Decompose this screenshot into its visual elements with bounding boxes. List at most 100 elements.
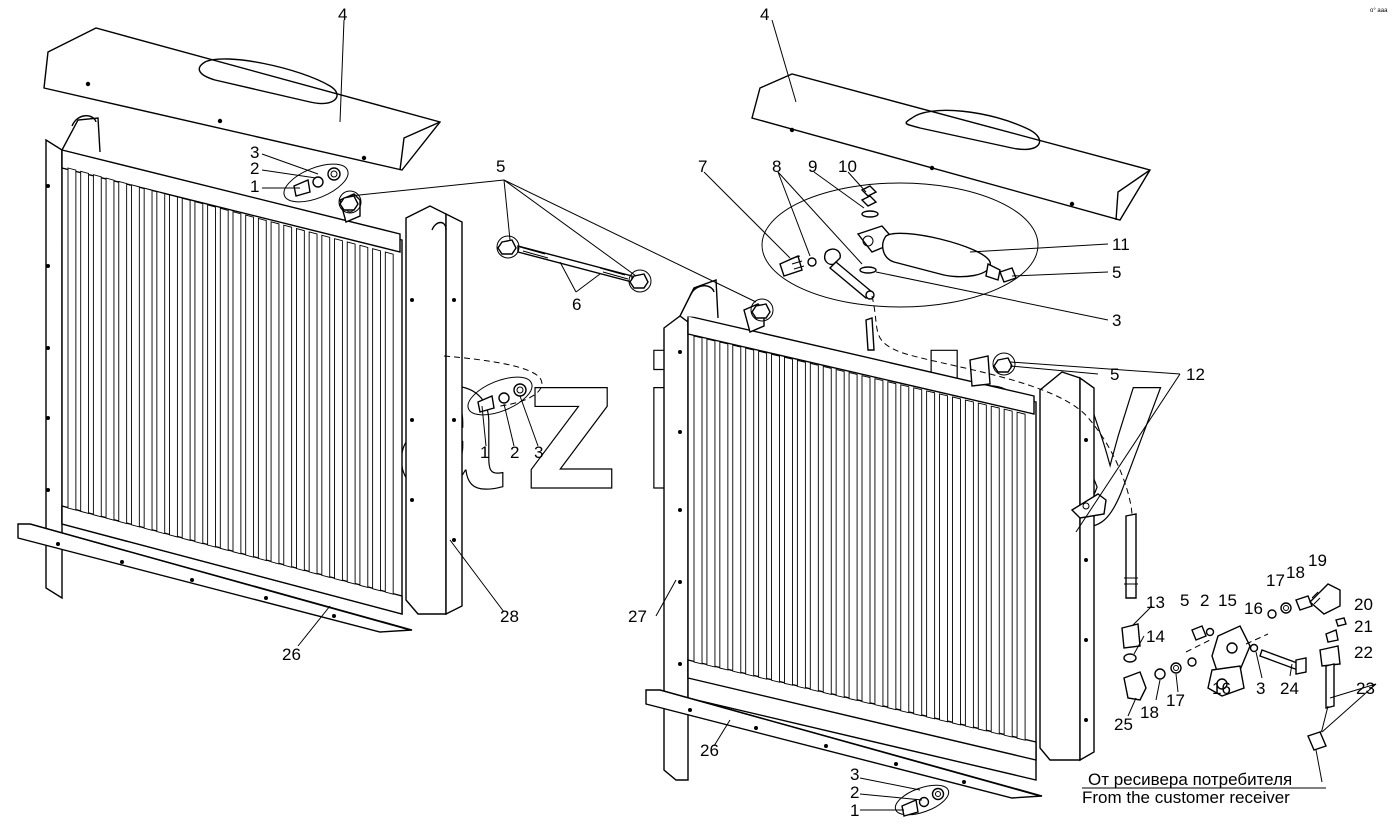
callout-2-fittings: 2	[1200, 591, 1209, 610]
callout-12: 12	[1186, 365, 1205, 384]
radiator-tube	[693, 335, 703, 665]
radiator-tube	[194, 201, 204, 545]
callout-13: 13	[1146, 593, 1165, 612]
radiator-tube	[848, 372, 858, 702]
callout-3-left-upper: 3	[250, 143, 259, 162]
rod-assembly-6	[496, 235, 652, 293]
right-radiator-assembly	[645, 73, 1152, 817]
radiator-tube	[283, 224, 293, 568]
radiator-tube	[732, 344, 742, 674]
radiator-tube	[771, 353, 781, 683]
callout-1-left-lower: 1	[480, 443, 489, 462]
callout-16-upper: 16	[1244, 599, 1263, 618]
radiator-tube	[926, 390, 936, 720]
radiator-tube	[92, 174, 102, 518]
radiator-tube	[719, 341, 729, 671]
elbow-25	[1123, 671, 1147, 701]
leader-lines	[261, 19, 1377, 811]
callout-20: 20	[1354, 595, 1373, 614]
radiator-tube	[131, 184, 140, 528]
callout-16-lower: 16	[1212, 679, 1231, 698]
radiator-tube	[913, 387, 923, 717]
callout-8: 8	[772, 157, 781, 176]
radiator-tube	[874, 378, 884, 708]
radiator-tube	[784, 356, 793, 686]
radiator-tube	[346, 241, 356, 585]
right-top-cover	[751, 73, 1152, 221]
radiator-tube	[706, 338, 716, 668]
nut-22	[1319, 645, 1341, 667]
air-cylinder-detail	[761, 182, 1039, 308]
callout-25: 25	[1114, 715, 1133, 734]
left-radiator-tubes	[67, 167, 394, 595]
radiator-tube	[900, 384, 910, 714]
radiator-tube	[990, 405, 1000, 735]
radiator-tube	[296, 227, 305, 572]
callout-2-right-lower: 2	[850, 783, 859, 802]
callouts-left: 4 3 2 1 5 6 1 2 3 26 28	[250, 5, 581, 664]
radiator-tube	[181, 197, 191, 541]
radiator-tube	[257, 217, 267, 562]
callout-17-lower: 17	[1166, 691, 1185, 710]
left-radiator-core	[45, 115, 403, 615]
radiator-tube	[118, 180, 128, 525]
radiator-tube	[169, 194, 178, 538]
radiator-tube	[270, 221, 280, 565]
callout-3-right-lower: 3	[850, 765, 859, 784]
callout-26-right: 26	[700, 741, 719, 760]
fitting-13	[1121, 623, 1141, 649]
elbow-19	[1308, 583, 1341, 615]
right-radiator-core	[663, 279, 1037, 781]
radiator-tube	[977, 402, 987, 732]
callout-2-left-lower: 2	[510, 443, 519, 462]
radiator-tube	[809, 362, 819, 692]
callout-11: 11	[1112, 235, 1130, 254]
callout-22: 22	[1354, 643, 1373, 662]
left-top-cover	[43, 27, 442, 171]
left-side-shroud	[405, 205, 463, 616]
bolt-24	[1259, 649, 1301, 671]
right-side-shroud	[1039, 371, 1107, 762]
air-line-tube	[1125, 513, 1137, 599]
left-bottom-angle	[17, 523, 413, 633]
callout-5-left: 5	[496, 157, 505, 176]
radiator-tube	[219, 207, 229, 552]
caption-ru: От ресивера потребителя	[1088, 770, 1292, 789]
radiator-tube	[745, 347, 755, 677]
callout-3-right: 3	[1112, 311, 1121, 330]
caption-en: From the customer receiver	[1082, 788, 1290, 807]
radiator-tube	[952, 396, 961, 726]
radiator-tube	[156, 190, 166, 535]
callout-6: 6	[572, 295, 581, 314]
callout-2-left-upper: 2	[250, 159, 259, 178]
callouts-fittings: 13 14 5 2 15 16 17 18 19 20 21 22 23 24 …	[1114, 551, 1375, 734]
right-radiator-tubes	[693, 335, 1026, 741]
radiator-tube	[1003, 408, 1013, 738]
radiator-tube	[835, 368, 845, 699]
callout-27: 27	[628, 607, 647, 626]
radiator-tube	[887, 381, 897, 711]
radiator-tube	[372, 248, 381, 592]
corner-mark: o° aaa	[1370, 8, 1388, 14]
radiator-tube	[384, 251, 394, 595]
callout-1-right-lower: 1	[850, 801, 859, 820]
radiator-tube	[861, 375, 871, 705]
radiator-tube	[67, 167, 77, 511]
right-fastener-set-lower	[894, 784, 950, 817]
callout-1-left-upper: 1	[250, 177, 259, 196]
radiator-tube	[80, 170, 90, 515]
radiator-tube	[232, 211, 242, 555]
radiator-tube	[207, 204, 216, 548]
caption-block: От ресивера потребителя From the custome…	[1082, 770, 1326, 807]
callouts-right: 4 7 8 9 10 11 5 3 12 5 27 26 3 2 1	[628, 5, 1205, 820]
callout-4-right: 4	[760, 5, 769, 24]
left-radiator-assembly	[17, 27, 652, 633]
callout-9: 9	[808, 157, 817, 176]
callout-3-fittings: 3	[1256, 679, 1265, 698]
radiator-tube	[143, 187, 153, 531]
callout-23: 23	[1356, 679, 1375, 698]
radiator-tube	[822, 365, 832, 695]
callout-7: 7	[698, 157, 707, 176]
